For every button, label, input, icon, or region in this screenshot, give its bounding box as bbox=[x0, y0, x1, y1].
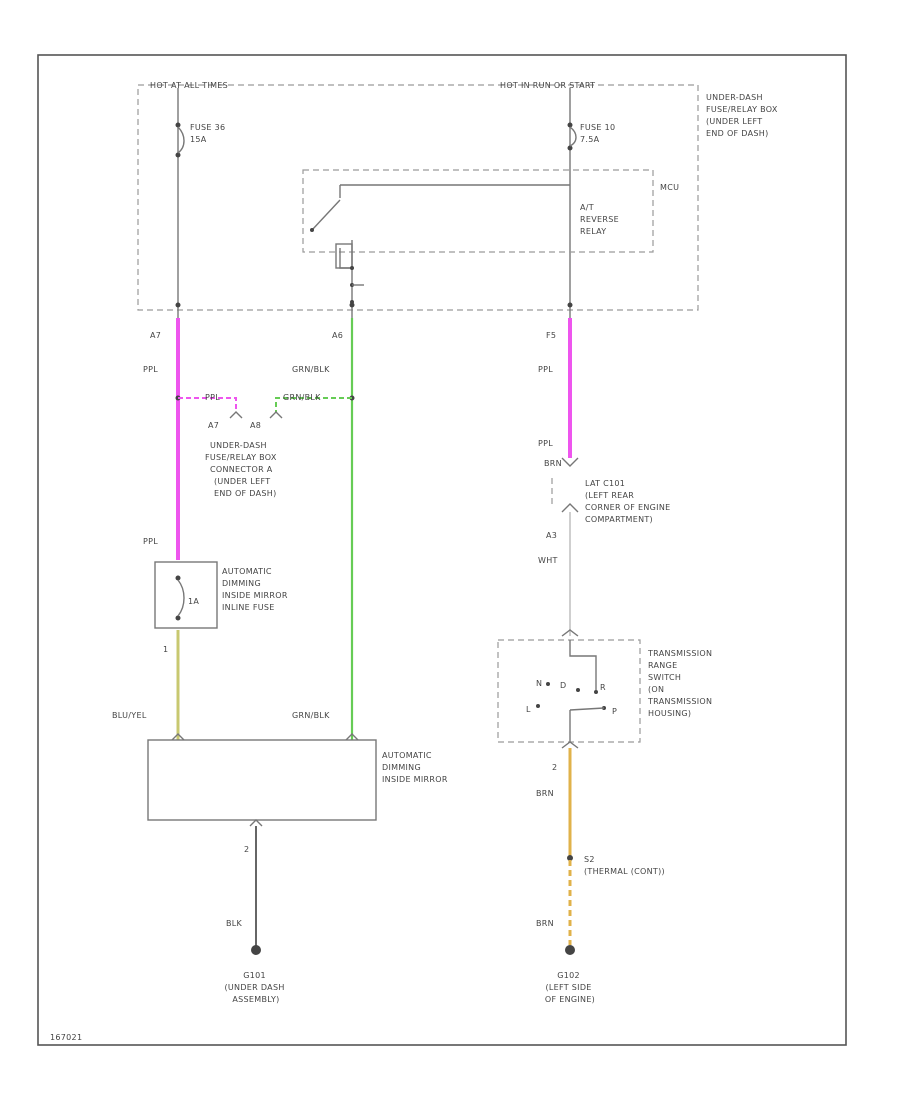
mirror-pin-bottom bbox=[249, 819, 263, 827]
figure-id: 167021 bbox=[50, 1033, 82, 1042]
trs-pin-bottom bbox=[561, 741, 579, 749]
mirror-pin-left bbox=[171, 733, 185, 741]
connector-a-pin-right bbox=[269, 411, 283, 419]
inline-fuse-terminal-top bbox=[175, 575, 181, 581]
hot-in-run-label: HOT IN RUN OR START bbox=[500, 81, 595, 90]
relay-switch-arm bbox=[311, 199, 341, 231]
pin-a6-label: A6 bbox=[332, 331, 343, 340]
connector-a-pin-left bbox=[229, 411, 243, 419]
ppl-label-right: PPL bbox=[538, 365, 553, 374]
trs-pin-top bbox=[561, 629, 579, 637]
mirror-label: AUTOMATIC DIMMING INSIDE MIRROR bbox=[382, 751, 448, 784]
mcu-label: MCU bbox=[660, 183, 679, 192]
trs-position-r: R bbox=[600, 683, 606, 692]
reverse-relay-label: A/T REVERSE RELAY bbox=[580, 203, 622, 236]
ground-g102 bbox=[565, 945, 575, 955]
trs-contact-r bbox=[594, 690, 598, 694]
fuse-36-icon bbox=[177, 126, 185, 154]
c101-pin-bottom bbox=[561, 503, 579, 513]
ppl-connector-jumper bbox=[178, 397, 237, 412]
diagram-frame bbox=[37, 54, 847, 1046]
grn-blk-label-top: GRN/BLK bbox=[292, 365, 330, 374]
ppl-jumper-label: PPL bbox=[205, 393, 220, 402]
trs-contact-d bbox=[576, 688, 580, 692]
inline-fuse-icon bbox=[177, 579, 185, 617]
relay-coil bbox=[335, 243, 353, 269]
ppl-label-right-lower: PPL bbox=[538, 439, 553, 448]
inline-fuse-box bbox=[154, 561, 218, 629]
mcu-boundary bbox=[302, 169, 654, 253]
pin-a7-label: A7 bbox=[150, 331, 161, 340]
pin-2-label-mirror: 2 bbox=[244, 845, 249, 854]
ppl-label-left: PPL bbox=[143, 365, 158, 374]
relay-coil-lead bbox=[339, 248, 352, 269]
mirror-pin-right bbox=[345, 733, 359, 741]
transmission-range-switch bbox=[497, 639, 641, 743]
fuse-10-terminal-bottom bbox=[567, 145, 573, 151]
fuse-box-label: UNDER-DASH FUSE/RELAY BOX (UNDER LEFT EN… bbox=[706, 93, 780, 138]
c101-label: LAT C101 (LEFT REAR CORNER OF ENGINE COM… bbox=[585, 479, 673, 524]
trs-position-l: L bbox=[526, 705, 531, 714]
fuse-10-terminal-top bbox=[567, 122, 573, 128]
splice-s2 bbox=[567, 855, 573, 861]
trs-internal-top bbox=[569, 640, 597, 690]
inline-fuse-label: AUTOMATIC DIMMING INSIDE MIRROR INLINE F… bbox=[222, 567, 291, 612]
relay-node-1 bbox=[350, 266, 354, 270]
fuse-10-label: FUSE 10 7.5A bbox=[580, 123, 618, 144]
fuse-36-terminal-top bbox=[175, 122, 181, 128]
trs-label: TRANSMISSION RANGE SWITCH (ON TRANSMISSI… bbox=[647, 649, 715, 718]
relay-switch-pivot bbox=[310, 228, 314, 232]
trs-contact-n bbox=[546, 682, 550, 686]
blu-yel-label: BLU/YEL bbox=[112, 711, 147, 720]
pin-a3-label: A3 bbox=[546, 531, 557, 540]
ground-g101-label: G101 (UNDER DASH ASSEMBLY) bbox=[224, 971, 287, 1004]
ground-g102-label: G102 (LEFT SIDE OF ENGINE) bbox=[545, 971, 595, 1004]
trs-contact-l bbox=[536, 704, 540, 708]
fuse-box-boundary bbox=[137, 84, 699, 311]
connector-pin-a8-label: A8 bbox=[250, 421, 261, 430]
blk-label: BLK bbox=[226, 919, 243, 928]
brn-label-top: BRN bbox=[544, 459, 562, 468]
inline-fuse-terminal-bottom bbox=[175, 615, 181, 621]
pin-a6-terminal bbox=[349, 302, 355, 308]
brn-label-bottom: BRN bbox=[536, 919, 554, 928]
trs-position-n: N bbox=[536, 679, 542, 688]
connector-a-label: UNDER-DASH FUSE/RELAY BOX CONNECTOR A (U… bbox=[205, 441, 279, 498]
trs-position-d: D bbox=[560, 681, 566, 690]
trs-position-p: P bbox=[612, 707, 617, 716]
brn-label-mid: BRN bbox=[536, 789, 554, 798]
fuse-36-label: FUSE 36 15A bbox=[190, 123, 228, 144]
connector-pin-a7-label: A7 bbox=[208, 421, 219, 430]
splice-s2-label: S2 (THERMAL (CONT)) bbox=[584, 855, 665, 876]
pin-2-label-trs: 2 bbox=[552, 763, 557, 772]
trs-switch-arm bbox=[569, 707, 605, 711]
grn-blk-connector-jumper bbox=[275, 397, 352, 412]
inline-fuse-rating: 1A bbox=[188, 597, 199, 606]
pin-f5-terminal bbox=[567, 302, 573, 308]
fuse-10-icon bbox=[569, 126, 577, 147]
pin-1-label: 1 bbox=[163, 645, 168, 654]
pin-f5-label: F5 bbox=[546, 331, 556, 340]
c101-pin-top bbox=[561, 457, 579, 467]
fuse-36-terminal-bottom bbox=[175, 152, 181, 158]
auto-dimming-mirror bbox=[147, 739, 377, 821]
grn-blk-jumper-label: GRN/BLK bbox=[283, 393, 321, 402]
ppl-label-inline: PPL bbox=[143, 537, 158, 546]
hot-at-all-times-label: HOT AT ALL TIMES bbox=[150, 81, 228, 90]
grn-blk-label-bottom: GRN/BLK bbox=[292, 711, 330, 720]
pin-a7-terminal bbox=[175, 302, 181, 308]
ground-g101 bbox=[251, 945, 261, 955]
wht-label: WHT bbox=[538, 556, 558, 565]
